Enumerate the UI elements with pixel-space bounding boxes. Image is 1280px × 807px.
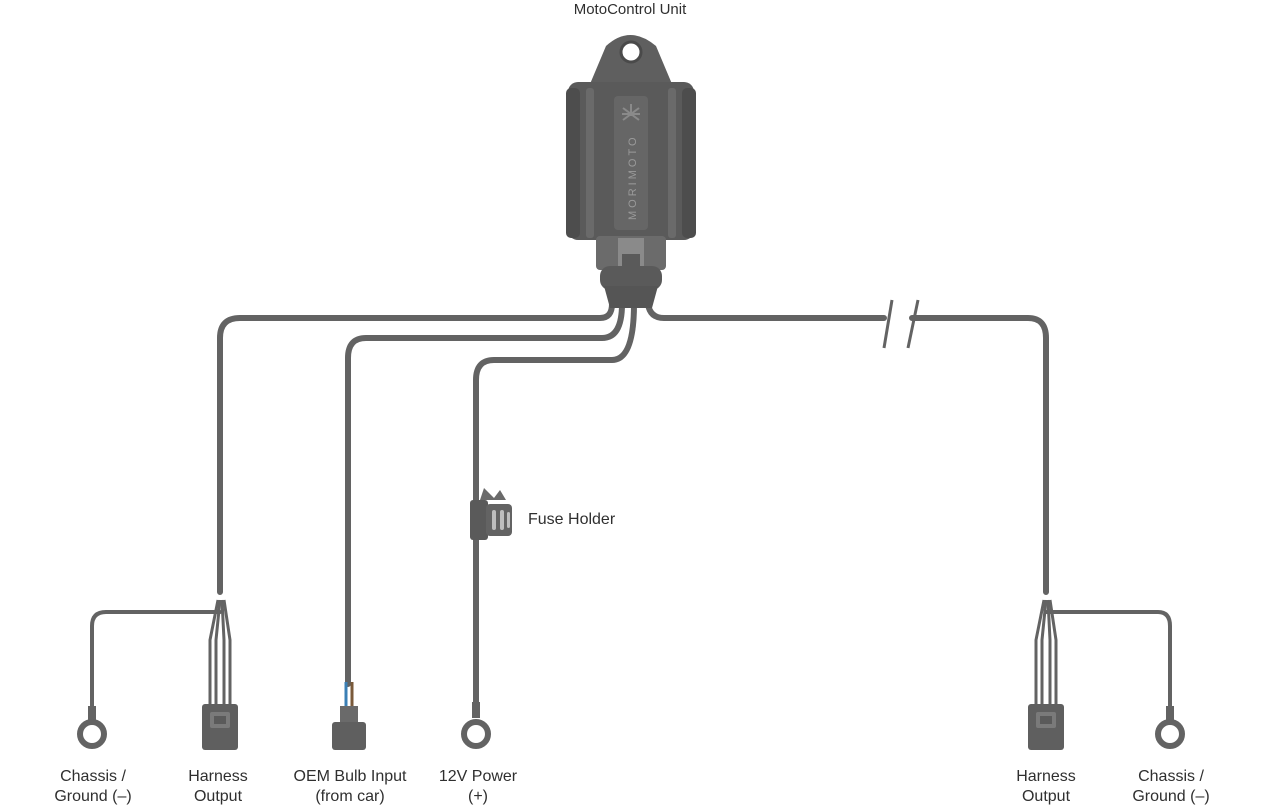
oem-bulb-plug [332,682,366,750]
fuse-holder-label: Fuse Holder [528,511,616,528]
unit-cable-collar [604,286,658,308]
wire-ground-left [90,610,222,714]
unit-cable-boot [600,266,662,290]
page-title: MotoControl Unit [573,1,687,18]
wire-harness-left [217,301,615,595]
fuse-rib-3 [507,512,510,528]
label-chassis-ground-right: Chassis /Ground (–) [1132,768,1210,805]
left-harness-bundle [208,599,232,708]
ring-terminal-ground-right [1155,706,1185,749]
fuse-rib-2 [500,510,504,530]
motocontrol-unit: MORIMOTO [566,35,696,308]
fuse-clip [480,488,506,500]
wires [90,301,1172,714]
harness-connector-left [202,704,238,750]
wire-break-symbol [882,299,920,349]
unit-fin-left-2 [586,88,594,238]
ring-terminal-power [461,702,491,749]
right-harness-bundle [1034,599,1058,708]
harness-connector-right [1028,704,1064,750]
fuse-rib-1 [492,510,496,530]
wire-oem-bulb [345,301,625,687]
unit-connector-latch-inner [622,254,640,266]
wire-power [473,301,637,711]
label-oem-bulb-input: OEM Bulb Input(from car) [293,768,407,805]
wire-harness-right-b [909,315,1049,595]
fuse-holder [470,488,512,540]
fuse-body [470,500,488,540]
brand-text: MORIMOTO [627,134,639,220]
unit-fin-right-2 [668,88,676,238]
wire-ground-right [1044,610,1172,714]
mounting-hole [619,40,643,64]
label-chassis-ground-left: Chassis /Ground (–) [54,768,132,805]
brand-plate [614,96,648,230]
unit-fin-right [682,88,696,238]
unit-fin-left [566,88,580,238]
wire-harness-right-a [645,301,887,321]
brand-sun-icon [622,104,640,121]
ring-terminal-ground-left [77,706,107,749]
label-12v-power: 12V Power(+) [438,768,518,805]
